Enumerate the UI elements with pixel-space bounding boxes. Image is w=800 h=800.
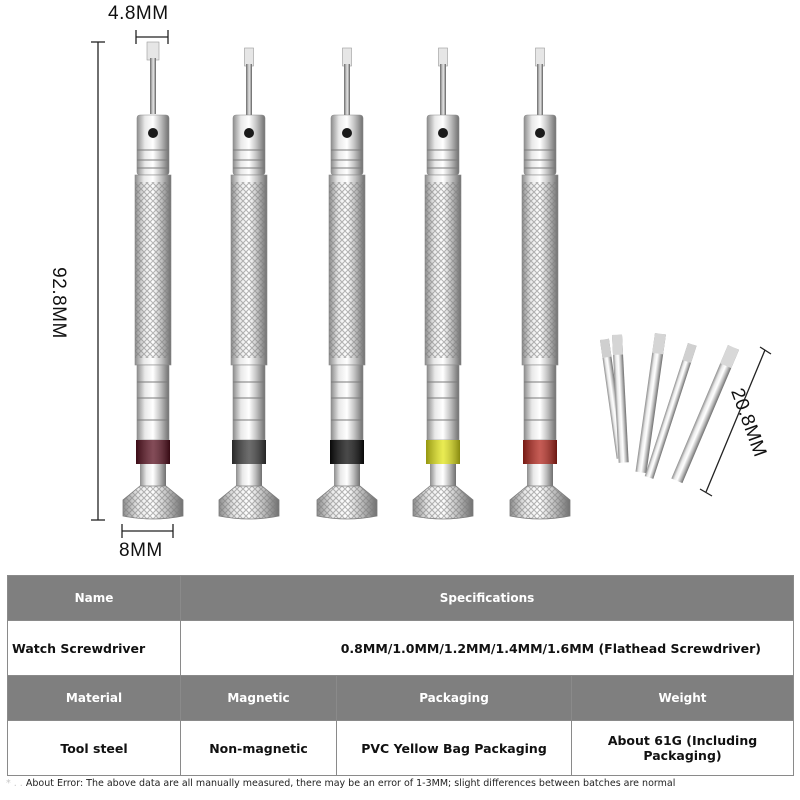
footnote-text: About Error: The above data are all manu…	[25, 778, 676, 789]
dimension-markers	[91, 30, 772, 538]
material-cell: Tool steel	[7, 720, 181, 776]
table-header-row: Material Magnetic Packaging Weight	[7, 675, 795, 721]
footnote-marker-icon: * . .	[6, 778, 26, 789]
screwdriver-set-image	[91, 30, 772, 538]
packaging-cell: PVC Yellow Bag Packaging	[336, 720, 572, 776]
spare-bits	[600, 333, 740, 484]
table-row: Watch Screwdriver 0.8MM/1.0MM/1.2MM/1.4M…	[7, 620, 795, 676]
specifications-header: Specifications	[179, 575, 795, 621]
screwdriver	[509, 47, 571, 520]
packaging-header: Packaging	[336, 675, 572, 721]
magnetic-cell: Non-magnetic	[180, 720, 337, 776]
table-header-row: Name Specifications	[7, 575, 795, 621]
weight-cell: About 61G (Including Packaging)	[570, 720, 795, 776]
specifications-cell: 0.8MM/1.0MM/1.2MM/1.4MM/1.6MM (Flathead …	[179, 620, 795, 676]
screwdriver	[316, 47, 378, 520]
weight-header: Weight	[570, 675, 795, 721]
product-illustration: 4.8MM 92.8MM 8MM 20.8MM	[47, 3, 772, 561]
table-row: Tool steel Non-magnetic PVC Yellow Bag P…	[7, 720, 795, 776]
material-header: Material	[7, 675, 181, 721]
spec-table: Name Specifications Watch Screwdriver 0.…	[7, 575, 795, 776]
total-length-label: 92.8MM	[47, 267, 69, 339]
screwdriver	[412, 47, 474, 520]
screwdriver	[122, 41, 184, 520]
product-name-cell: Watch Screwdriver	[7, 620, 181, 676]
name-header: Name	[7, 575, 181, 621]
base-diameter-label: 8MM	[119, 540, 163, 561]
tip-width-label: 4.8MM	[108, 3, 169, 24]
measurement-footnote: * . . About Error: The above data are al…	[6, 778, 796, 789]
screwdriver	[218, 47, 280, 520]
magnetic-header: Magnetic	[180, 675, 337, 721]
